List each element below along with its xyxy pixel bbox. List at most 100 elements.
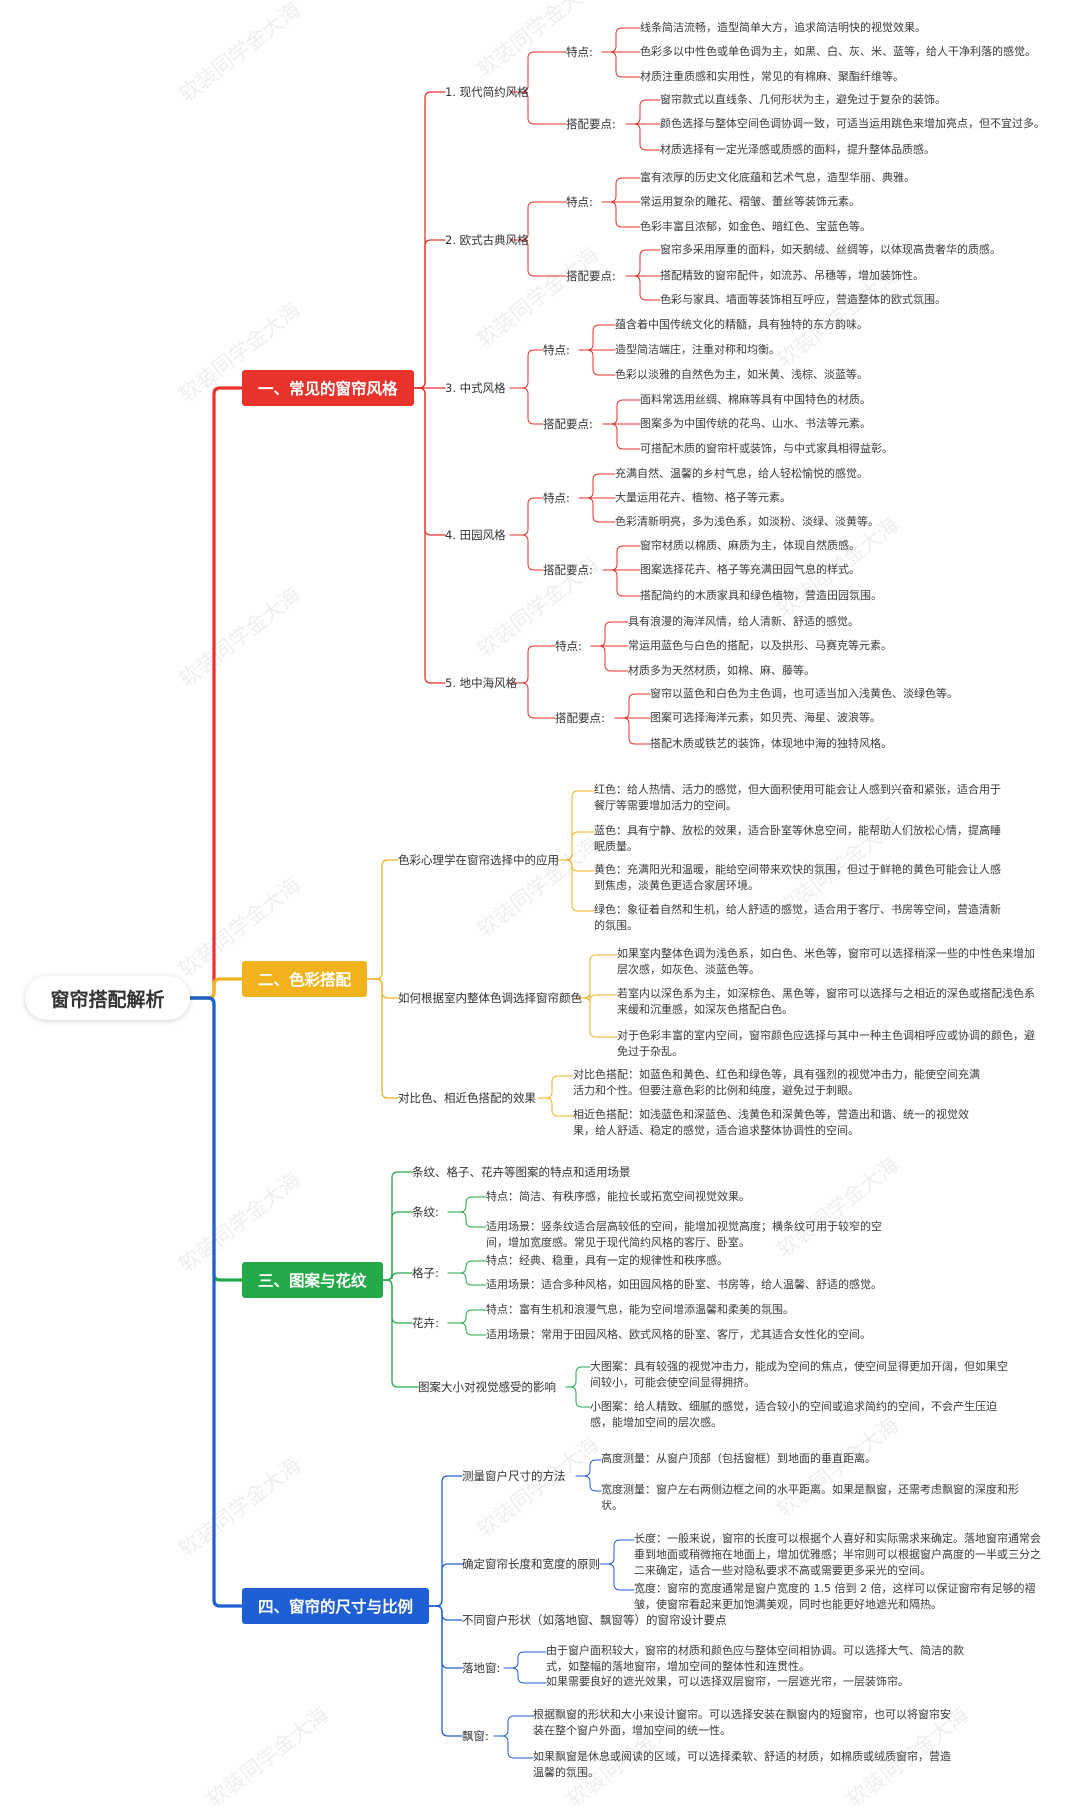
- size-note[interactable]: 如果需要良好的遮光效果，可以选择双层窗帘，一层遮光帘，一层装饰帘。: [546, 1675, 909, 1688]
- feature-label[interactable]: 特点:: [543, 491, 570, 505]
- color-topic[interactable]: 对比色、相近色搭配的效果: [398, 1091, 536, 1105]
- style-feature[interactable]: 线条简洁流畅，造型简单大方，追求简洁明快的视觉效果。: [640, 21, 926, 34]
- color-note[interactable]: 红色：给人热情、活力的感觉，但大面积使用可能会让人感到兴奋和紧张，适合用于餐厅等…: [594, 783, 1001, 812]
- size-topic[interactable]: 测量窗户尺寸的方法: [462, 1469, 566, 1483]
- connector: [413, 387, 446, 684]
- pattern-note[interactable]: 适用场景：常用于田园风格、欧式风格的卧室、客厅，尤其适合女性化的空间。: [486, 1328, 871, 1341]
- feature-label[interactable]: 特点:: [555, 639, 582, 653]
- size-topic[interactable]: 飘窗:: [462, 1729, 489, 1743]
- style-name[interactable]: 4. 田园风格: [445, 528, 506, 542]
- color-note[interactable]: 若室内以深色系为主，如深棕色、黑色等，窗帘可以选择与之相近的深色或搭配浅色系来缓…: [617, 987, 1035, 1016]
- style-feature[interactable]: 材质多为天然材质，如棉、麻、藤等。: [628, 664, 815, 677]
- pattern-group[interactable]: 花卉:: [412, 1316, 439, 1330]
- size-topic[interactable]: 落地窗:: [462, 1661, 501, 1675]
- style-tip[interactable]: 图案可选择海洋元素，如贝壳、海星、波浪等。: [650, 711, 881, 724]
- style-feature[interactable]: 色彩多以中性色或单色调为主，如黑、白、灰、米、蓝等，给人干净利落的感觉。: [640, 45, 1036, 58]
- connector: [413, 239, 446, 389]
- connector: [578, 497, 616, 523]
- style-tip[interactable]: 搭配简约的木质家具和绿色植物，营造田园氛围。: [640, 589, 882, 602]
- style-name[interactable]: 2. 欧式古典风格: [445, 233, 529, 247]
- section-size-node[interactable]: 四、窗帘的尺寸与比例: [242, 1588, 430, 1624]
- style-tip[interactable]: 窗帘款式以直线条、几何形状为主，避免过于复杂的装饰。: [660, 93, 946, 106]
- style-name[interactable]: 1. 现代简约风格: [445, 85, 529, 99]
- color-note[interactable]: 蓝色：具有宁静、放松的效果，适合卧室等休息空间，能帮助人们放松心情，提高睡眠质量…: [594, 824, 1001, 853]
- color-topic[interactable]: 如何根据室内整体色调选择窗帘颜色: [398, 991, 582, 1005]
- style-feature[interactable]: 蕴含着中国传统文化的精髓，具有独特的东方韵味。: [615, 318, 868, 331]
- connector: [509, 239, 567, 277]
- color-note[interactable]: 绿色：象征着自然和生机，给人舒适的感觉，适合用于客厅、书房等空间，营造清新的氛围…: [594, 903, 1001, 932]
- root-node[interactable]: 窗帘搭配解析: [25, 976, 190, 1020]
- connector: [602, 569, 641, 597]
- style-feature[interactable]: 材质注重质感和实用性，常见的有棉麻、聚酯纤维等。: [640, 70, 904, 83]
- tips-label[interactable]: 搭配要点:: [543, 563, 593, 577]
- style-tip[interactable]: 搭配木质或铁艺的装饰，体现地中海的独特风格。: [650, 737, 892, 750]
- section-pattern-node[interactable]: 三、图案与花纹: [242, 1262, 383, 1298]
- feature-label[interactable]: 特点:: [543, 343, 570, 357]
- pattern-size-note[interactable]: 大图案：具有较强的视觉冲击力，能成为空间的焦点，使空间显得更加开阔，但如果空间较…: [590, 1360, 1008, 1389]
- color-note[interactable]: 相近色搭配：如浅蓝色和深蓝色、浅黄色和深黄色等，营造出和谐、统一的视觉效果，给人…: [573, 1108, 969, 1137]
- style-tip[interactable]: 搭配精致的窗帘配件，如流苏、吊穗等，增加装饰性。: [660, 269, 924, 282]
- size-note[interactable]: 高度测量：从窗户顶部（包括窗框）到地面的垂直距离。: [601, 1452, 876, 1465]
- pattern-note[interactable]: 适用场景：竖条纹适合层高较低的空间，能增加视觉高度；横条纹可用于较窄的空间，增加…: [486, 1220, 882, 1249]
- tips-label[interactable]: 搭配要点:: [566, 269, 616, 283]
- style-feature[interactable]: 色彩丰富且浓郁，如金色、暗红色、宝蓝色等。: [640, 220, 871, 233]
- size-topic[interactable]: 确定窗帘长度和宽度的原则: [462, 1557, 600, 1571]
- section-color-node[interactable]: 二、色彩搭配: [242, 961, 368, 997]
- style-tip[interactable]: 面料常选用丝绸、棉麻等具有中国特色的材质。: [640, 393, 871, 406]
- style-tip[interactable]: 窗帘多采用厚重的面料，如天鹅绒、丝绸等，以体现高贵奢华的质感。: [660, 243, 1001, 256]
- pattern-note[interactable]: 特点：富有生机和浪漫气息，能为空间增添温馨和柔美的氛围。: [486, 1303, 794, 1316]
- style-feature[interactable]: 造型简洁端庄，注重对称和均衡。: [615, 343, 780, 356]
- style-tip[interactable]: 材质选择有一定光泽感或质感的面料，提升整体品质感。: [660, 143, 935, 156]
- connector: [557, 859, 595, 872]
- pattern-note[interactable]: 特点：经典、稳重，具有一定的规律性和秩序感。: [486, 1254, 728, 1267]
- pattern-size-note[interactable]: 小图案：给人精致、细腻的感觉，适合较小的空间或追求简约的空间，不会产生压迫感，能…: [590, 1400, 997, 1429]
- style-feature[interactable]: 常运用蓝色与白色的搭配，以及拱形、马赛克等元素。: [628, 639, 892, 652]
- size-note[interactable]: 长度：一般来说，窗帘的长度可以根据个人喜好和实际需求来确定。落地窗帘通常会垂到地…: [634, 1532, 1041, 1577]
- connector: [625, 275, 661, 301]
- style-tip[interactable]: 图案选择花卉、格子等充满田园气息的样式。: [640, 563, 860, 576]
- style-tip[interactable]: 可搭配木质的窗帘杆或装饰，与中式家具相得益彰。: [640, 442, 893, 455]
- size-note[interactable]: 根据飘窗的形状和大小来设计窗帘。可以选择安装在飘窗内的短窗帘，也可以将窗帘安装在…: [533, 1708, 951, 1737]
- size-topic[interactable]: 不同窗户形状（如落地窗、飘窗等）的窗帘设计要点: [462, 1613, 727, 1627]
- style-name[interactable]: 5. 地中海风格: [445, 676, 518, 690]
- connector: [493, 1715, 534, 1737]
- pattern-note[interactable]: 特点：简洁、有秩序感，能拉长或拓宽空间视觉效果。: [486, 1190, 750, 1203]
- connector: [575, 954, 618, 999]
- size-note[interactable]: 宽度测量：窗户左右两侧边框之间的水平距离。如果是飘窗，还需考虑飘窗的深度和形状。: [601, 1483, 1019, 1512]
- pattern-head[interactable]: 条纹、格子、花卉等图案的特点和适用场景: [412, 1165, 631, 1179]
- section-styles-node[interactable]: 一、常见的窗帘风格: [242, 370, 414, 406]
- color-note[interactable]: 对比色搭配：如蓝色和黄色、红色和绿色等，具有强烈的视觉冲击力，能使空间充满活力和…: [573, 1068, 980, 1097]
- color-topic[interactable]: 色彩心理学在窗帘选择中的应用: [398, 853, 559, 867]
- tips-label[interactable]: 搭配要点:: [555, 711, 605, 725]
- size-note[interactable]: 如果飘窗是休息或阅读的区域，可以选择柔软、舒适的材质，如棉质或绒质窗帘，营造温馨…: [533, 1750, 951, 1779]
- style-tip[interactable]: 颜色选择与整体空间色调协调一致，可适当运用跳色来增加亮点，但不宜过多。: [660, 117, 1045, 130]
- feature-label[interactable]: 特点:: [566, 45, 593, 59]
- style-feature[interactable]: 色彩以淡雅的自然色为主，如米黄、浅棕、淡蓝等。: [615, 368, 868, 381]
- style-feature[interactable]: 充满自然、温馨的乡村气息，给人轻松愉悦的感觉。: [615, 467, 868, 480]
- style-feature[interactable]: 色彩清新明亮，多为浅色系，如淡粉、淡绿、淡黄等。: [615, 515, 879, 528]
- connector: [578, 349, 616, 376]
- connector: [557, 831, 595, 861]
- style-feature[interactable]: 具有浪漫的海洋风情，给人清新、舒适的感觉。: [628, 615, 859, 628]
- style-tip[interactable]: 窗帘材质以棉质、麻质为主，体现自然质感。: [640, 539, 860, 552]
- size-note[interactable]: 由于窗户面积较大，窗帘的材质和颜色应与整体空间相协调。可以选择大气、简洁的款式，…: [546, 1644, 964, 1673]
- color-note[interactable]: 对于色彩丰富的室内空间，窗帘颜色应选择与其中一种主色调相呼应或协调的颜色，避免过…: [617, 1029, 1035, 1058]
- color-note[interactable]: 黄色：充满阳光和温暖，能给空间带来欢快的氛围，但过于鲜艳的黄色可能会让人感到焦虑…: [594, 863, 1001, 892]
- feature-label[interactable]: 特点:: [566, 195, 593, 209]
- style-name[interactable]: 3. 中式风格: [445, 381, 506, 395]
- style-tip[interactable]: 图案多为中国传统的花鸟、山水、书法等元素。: [640, 417, 871, 430]
- tips-label[interactable]: 搭配要点:: [543, 417, 593, 431]
- pattern-note[interactable]: 适用场景：适合多种风格，如田园风格的卧室、书房等，给人温馨、舒适的感觉。: [486, 1278, 882, 1291]
- connector: [447, 1322, 487, 1336]
- pattern-group[interactable]: 格子:: [412, 1266, 439, 1280]
- pattern-group[interactable]: 条纹:: [412, 1205, 439, 1219]
- style-tip[interactable]: 色彩与家具、墙面等装饰相互呼应，营造整体的欧式氛围。: [660, 293, 946, 306]
- size-note[interactable]: 宽度：窗帘的宽度通常是窗户宽度的 1.5 倍到 2 倍，这样可以保证窗帘有足够的…: [634, 1582, 1036, 1611]
- style-feature[interactable]: 大量运用花卉、植物、格子等元素。: [615, 491, 791, 504]
- color-note[interactable]: 如果室内整体色调为浅色系，如白色、米色等，窗帘可以选择稍深一些的中性色来增加层次…: [617, 947, 1035, 976]
- style-tip[interactable]: 窗帘以蓝色和白色为主色调，也可适当加入浅黄色、淡绿色等。: [650, 687, 958, 700]
- tips-label[interactable]: 搭配要点:: [566, 117, 616, 131]
- style-feature[interactable]: 富有浓厚的历史文化底蕴和艺术气息，造型华丽、典雅。: [640, 171, 915, 184]
- style-feature[interactable]: 常运用复杂的雕花、褶皱、蕾丝等装饰元素。: [640, 195, 860, 208]
- pattern-size[interactable]: 图案大小对视觉感受的影响: [418, 1380, 556, 1394]
